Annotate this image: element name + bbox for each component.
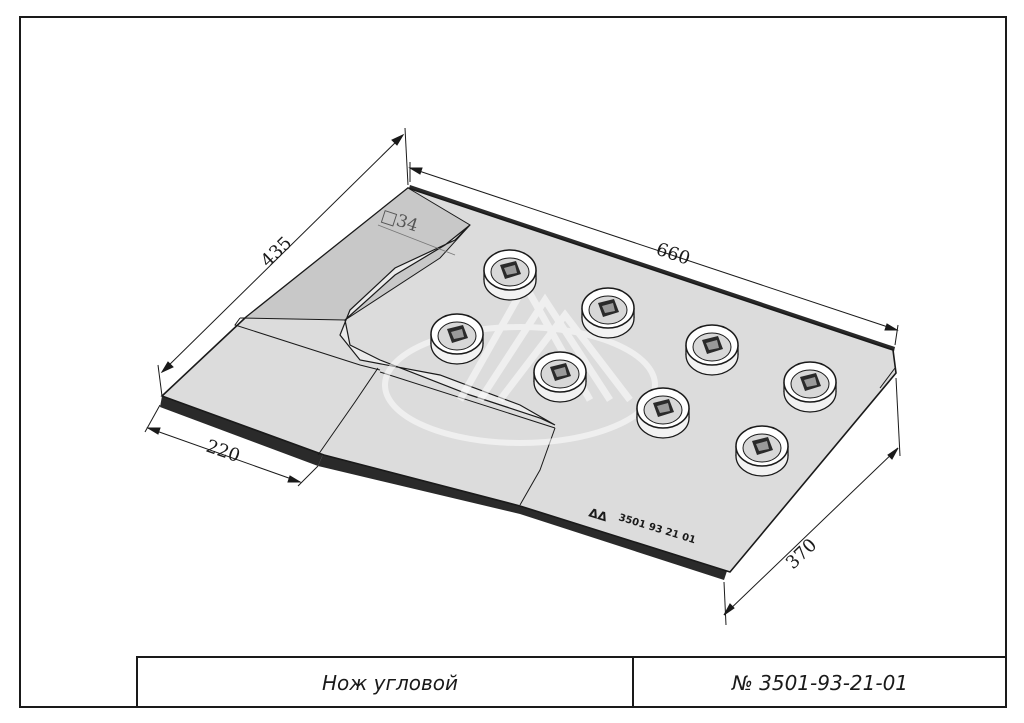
dimension-370 (723, 377, 901, 626)
part-name: Нож угловой (322, 671, 458, 695)
bolt-hole (685, 324, 739, 376)
dim-label-370: 370 (782, 535, 821, 574)
bolt-hole (581, 287, 635, 339)
panel-line-1 (234, 317, 381, 371)
cutting-lip (339, 224, 556, 426)
panel-line-2 (317, 367, 379, 456)
dim-label-435: 435 (257, 233, 296, 272)
bolt-hole (533, 351, 587, 403)
part-number: № 3501-93-21-01 (731, 671, 908, 695)
bevel-edge-line (879, 367, 896, 389)
panel-line-4 (379, 371, 556, 429)
dimension-660 (408, 162, 899, 346)
bolt-holes (430, 249, 837, 477)
dim-label-660: 660 (653, 239, 692, 270)
title-block: Нож угловой № 3501-93-21-01 (136, 656, 1007, 708)
dimension-220 (144, 404, 319, 487)
knife-plate (160, 185, 897, 580)
dimension-435 (157, 127, 409, 397)
engraving-logo: ΔΔ (587, 505, 610, 524)
plate-front-edge (160, 396, 324, 466)
plate-front-edge-2 (318, 452, 520, 514)
bolt-hole (430, 313, 484, 365)
bolt-hole (735, 425, 789, 477)
bolt-hole (483, 249, 537, 301)
bolt-hole (636, 387, 690, 439)
bolt-hole (783, 361, 837, 413)
dim-label-220: 220 (203, 436, 242, 467)
square-leader (377, 224, 456, 256)
